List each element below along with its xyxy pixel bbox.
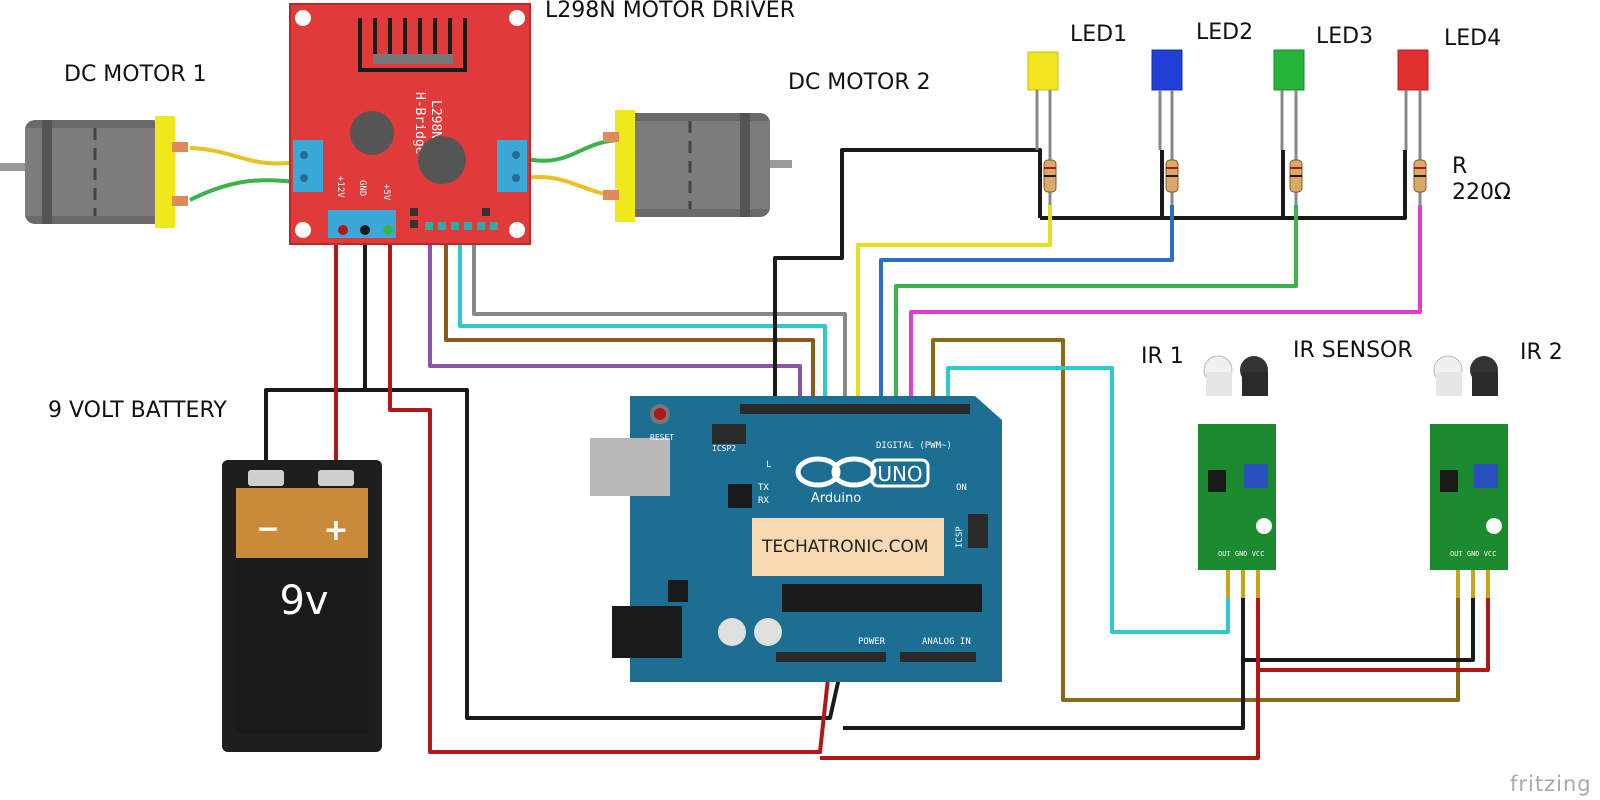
ir2-label: IR 2: [1520, 340, 1563, 365]
led-3: [1273, 49, 1305, 205]
battery-9v: − + 9v: [222, 460, 382, 752]
dc-motor-1-label: DC MOTOR 1: [64, 62, 207, 87]
driver-pin-5v: +5V: [381, 184, 391, 201]
wire-led2: [879, 205, 1174, 410]
ir1-pin-labels: OUT GND VCC: [1218, 550, 1264, 558]
heatsink: [358, 18, 467, 72]
arduino-brand: Arduino: [811, 491, 861, 506]
battery-plus-symbol: +: [323, 513, 348, 548]
battery-label: 9 VOLT BATTERY: [48, 398, 227, 423]
led3-label: LED3: [1316, 24, 1374, 49]
driver-chip-label-2: H-Bridge: [412, 92, 427, 155]
motor-driver-title: L298N MOTOR DRIVER: [545, 0, 795, 23]
ir-sensor-2: OUT GND VCC: [1430, 355, 1508, 598]
wire-ir2-vcc: [1258, 596, 1490, 672]
digital-label: DIGITAL (PWM~): [876, 441, 952, 451]
wire-ena: [428, 230, 802, 410]
reset-label: RESET: [650, 433, 674, 442]
wire-in1: [444, 230, 815, 410]
resistors: [1043, 159, 1427, 193]
battery-voltage-text: 9v: [279, 578, 328, 624]
wire-gnd-led-bus: [773, 148, 1042, 410]
website-sticker: TECHATRONIC.COM: [752, 518, 944, 576]
dc-motor-2-label: DC MOTOR 2: [788, 70, 931, 95]
wire-in2: [458, 230, 827, 410]
wire-led-bus: [1040, 150, 1407, 220]
l-label: L: [766, 460, 771, 470]
tx-label: TX: [758, 483, 769, 493]
on-label: ON: [956, 483, 967, 493]
dc-motor-1: [0, 116, 188, 228]
ir2-pin-labels: OUT GND VCC: [1450, 550, 1496, 558]
resistor-value-label: 220Ω: [1452, 180, 1511, 205]
wire-ir-gnd: [843, 596, 1245, 730]
wire-ir-vcc: [820, 596, 1260, 760]
led-1: [1027, 51, 1059, 205]
driver-pin-12v: +12V: [335, 176, 345, 198]
fritzing-watermark: fritzing: [1510, 772, 1592, 796]
wire-ir2-out: [931, 338, 1460, 702]
icsp2-label: ICSP2: [712, 444, 736, 453]
led1-label: LED1: [1070, 22, 1128, 47]
driver-pin-gnd: GND: [357, 180, 367, 196]
ir1-label: IR 1: [1141, 344, 1184, 369]
wire-led1: [856, 205, 1052, 410]
driver-chip-label-1: L298N: [428, 100, 443, 139]
wire-led4: [909, 205, 1422, 410]
resistor-r-label: R: [1452, 154, 1468, 179]
power-label: POWER: [858, 637, 886, 647]
analog-label: ANALOG IN: [922, 637, 971, 647]
wire-motor2-a: [522, 138, 623, 163]
ir-sensor-1: OUT GND VCC: [1198, 355, 1276, 598]
wire-battery-plus: [334, 230, 345, 468]
wire-5v-arduino: [388, 232, 832, 754]
wire-ir2-gnd: [1243, 596, 1475, 662]
wire-led3: [894, 205, 1298, 410]
wire-battery-gnd-arduino: [365, 388, 845, 720]
driver-header-pins: [410, 208, 498, 230]
dc-motor-2: [603, 110, 792, 222]
wire-in3: [472, 230, 847, 410]
led2-label: LED2: [1196, 20, 1254, 45]
ir-sensor-label: IR SENSOR: [1293, 338, 1413, 363]
icsp-label: ICSP: [955, 526, 965, 548]
arduino-model: UNO: [877, 462, 922, 486]
battery-minus-symbol: −: [256, 512, 279, 545]
l298n-driver-board: L298N H-Bridge +12V GND +5V: [289, 3, 531, 245]
wire-ir1-out: [946, 366, 1230, 634]
wire-battery-gnd: [264, 232, 367, 468]
led4-label: LED4: [1444, 26, 1502, 51]
rx-label: RX: [758, 496, 769, 506]
